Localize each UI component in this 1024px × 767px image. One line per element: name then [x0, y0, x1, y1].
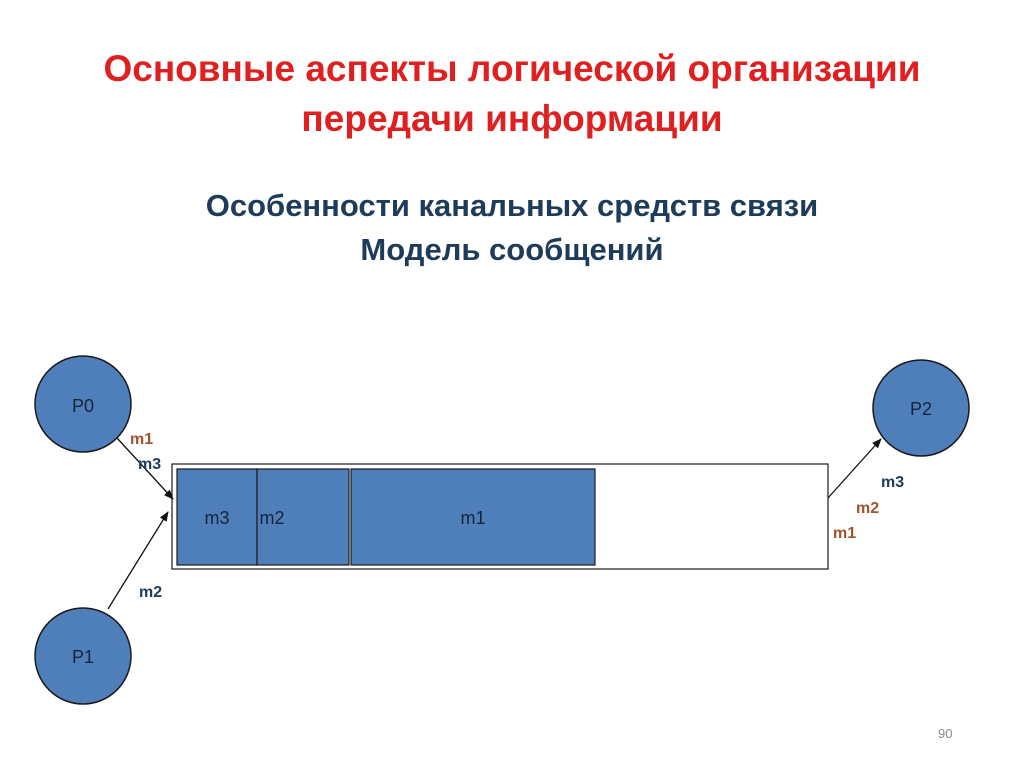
arrow-label-p2-m3: m3 [881, 474, 904, 491]
process-label-p0: P0 [72, 396, 94, 416]
process-label-p1: P1 [72, 647, 94, 667]
arrow-label-p2-m2: m2 [856, 500, 879, 517]
process-node-p1 [34, 607, 132, 705]
process-node-p0 [34, 355, 132, 453]
arrow-p1-to-buffer [107, 511, 169, 610]
message-label-m3: m3 [204, 508, 229, 528]
subtitle-line-1: Особенности канальных средств связи [205, 188, 819, 223]
slide-subtitle: Особенности канальных средств связи Моде… [0, 184, 1024, 272]
message-box-m3 [176, 468, 258, 566]
arrow-label-p2-m1: m1 [833, 525, 856, 542]
arrow-p0-to-buffer [116, 437, 174, 500]
arrow-label-p1-m2: m2 [139, 584, 162, 601]
arrow-label-p0-m1: m1 [130, 431, 153, 448]
message-label-m1: m1 [460, 508, 485, 528]
message-label-m2: m2 [259, 508, 284, 528]
subtitle-line-2: Модель сообщений [360, 232, 664, 267]
arrow-buffer-to-p2 [827, 438, 882, 499]
arrow-label-p0-m3: m3 [138, 456, 161, 473]
title-line-2: передачи информации [301, 98, 723, 139]
title-line-1: Основные аспекты логической организации [103, 48, 921, 89]
page-number: 90 [938, 726, 953, 741]
process-label-p2: P2 [910, 399, 932, 419]
slide-title: Основные аспекты логической организации … [0, 44, 1024, 144]
message-box-m1 [350, 468, 596, 566]
message-box-m2 [256, 468, 350, 566]
process-node-p2 [872, 359, 970, 457]
